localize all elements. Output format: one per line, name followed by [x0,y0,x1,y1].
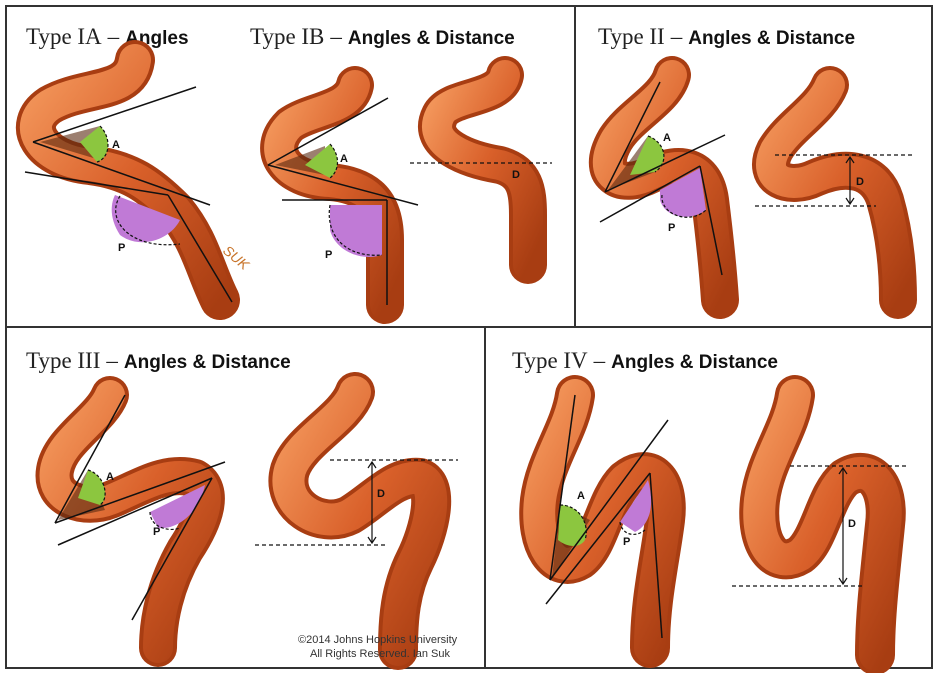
reference-lines-ib [267,97,419,305]
distance-lines-iv [732,465,908,587]
panel-title-ib: Type IB–Angles & Distance [250,24,515,49]
label-p-ia: P [118,242,125,254]
angle-a-ia [80,126,108,162]
artery-ib-angles [260,66,404,324]
inner-shadow-ia [40,126,100,160]
label-d-ib: D [512,169,520,181]
svg-text:Type III–Angles & Distance: Type III–Angles & Distance [26,348,291,373]
panel-title-iv: Type IV–Angles & Distance [512,348,778,373]
svg-text:Type IA–Angles: Type IA–Angles [26,24,189,49]
angle-arcs-ia [96,125,181,246]
label-d-ii: D [856,176,864,188]
label-p-ib: P [325,249,332,261]
label-a-ib: A [340,153,348,165]
artery-ii-distance [752,66,917,319]
reference-lines-iii [54,394,226,621]
distance-lines-iii [255,459,458,546]
angle-arcs-iv [559,504,646,541]
angle-a-ii [630,136,664,175]
reference-lines-ia [24,86,233,303]
angle-arcs-iii [87,469,181,531]
panel-border-4 [484,326,933,669]
svg-text:Type IB–Angles & Distance: Type IB–Angles & Distance [250,24,515,49]
copyright-line1: ©2014 Johns Hopkins University [298,634,458,646]
artery-iii-distance [268,372,452,670]
label-d-iv: D [848,518,856,530]
artery-iv-distance [739,375,906,673]
label-a-iv: A [577,490,585,502]
label-a-iii: A [106,471,114,483]
label-a-ia: A [112,139,120,151]
copyright-line2: All Rights Reserved. Ian Suk [310,648,451,660]
artery-iii-angles [35,376,225,667]
label-d-iii: D [377,488,385,500]
distance-lines-ii [755,154,912,207]
artery-iv-angles [519,375,686,668]
angle-p-ii [660,168,706,217]
angle-p-ia [111,195,180,243]
label-p-iii: P [153,526,160,538]
svg-text:Type II–Angles & Distance: Type II–Angles & Distance [598,24,855,49]
panel-title-ia: Type IA–Angles [26,24,189,49]
reference-lines-ii [599,81,726,276]
label-p-ii: P [668,222,675,234]
panel-title-iii: Type III–Angles & Distance [26,348,291,373]
angle-a-iii [78,470,106,505]
artery-ib-distance [418,56,547,284]
angle-a-ib [305,144,338,178]
svg-text:Type IV–Angles & Distance: Type IV–Angles & Distance [512,348,778,373]
artery-ia [16,40,240,320]
reference-lines-iv [545,394,669,639]
angle-arcs-ii [647,135,707,218]
panel-title-ii: Type II–Angles & Distance [598,24,855,49]
label-p-iv: P [623,536,630,548]
angle-a-iv [558,505,587,546]
artery-ii-angles [588,56,739,319]
angle-p-iii [150,485,205,529]
label-a-ii: A [663,132,671,144]
angle-p-iv [620,480,652,532]
angle-p-ib [330,205,382,258]
angle-arcs-ib [328,143,383,256]
